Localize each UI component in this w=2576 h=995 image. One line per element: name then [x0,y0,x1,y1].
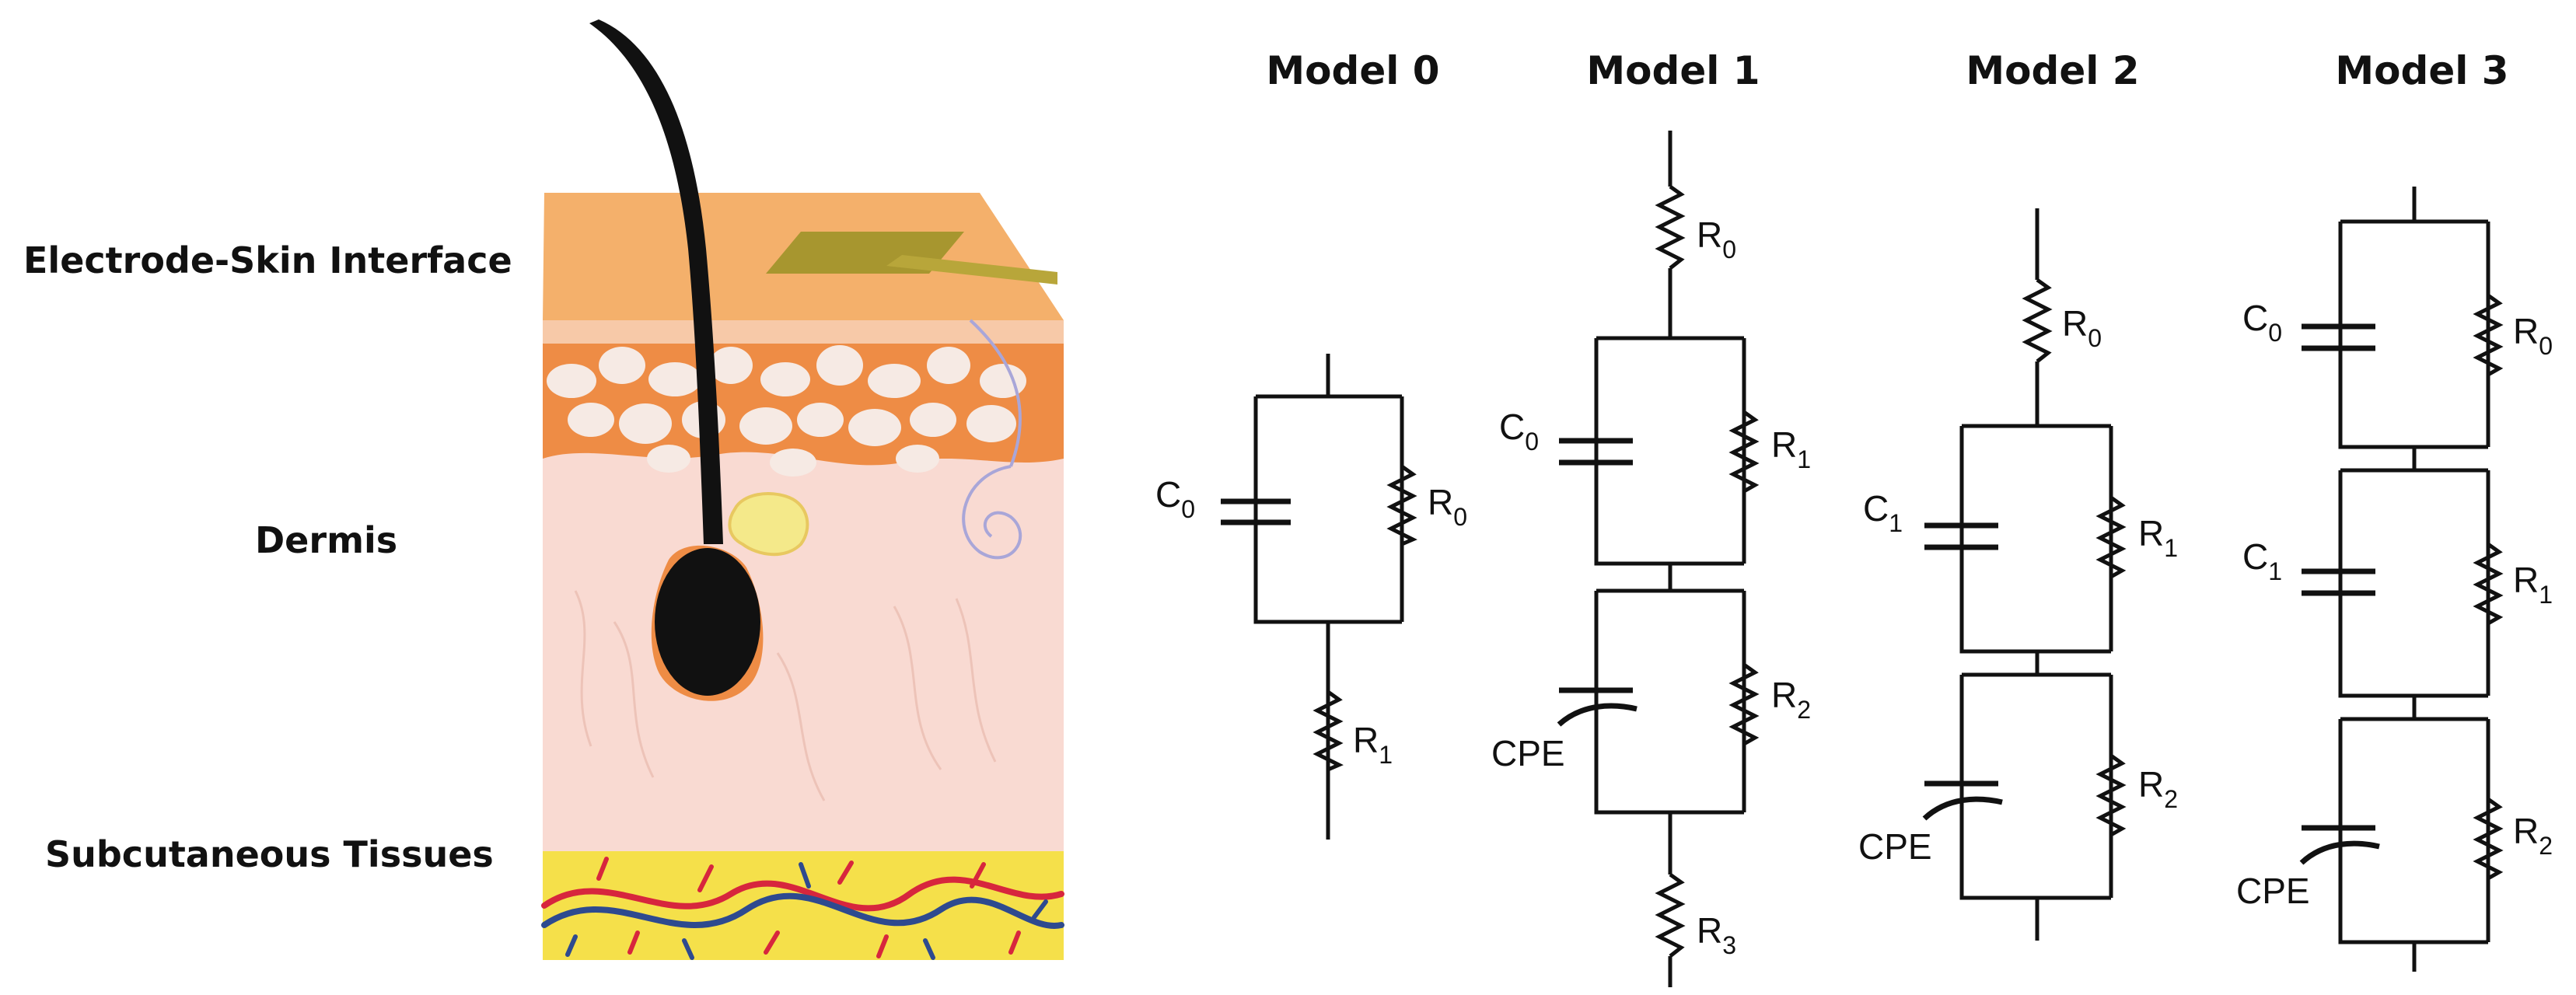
model-1-title: Model 1 [1586,48,1760,93]
nerve-ending [962,319,1022,560]
subcutaneous-tissues-label: Subcutaneous Tissues [45,833,494,875]
dermis-label: Dermis [255,519,398,561]
r3-label: R3 [1697,910,1736,959]
model-1-circuit: Model 1 R0 C0 R1 CPE R2 R3 [1491,48,1811,987]
c0-label: C0 [1499,407,1539,456]
cpe-label: CPE [1858,826,1932,867]
r2-label: R2 [2138,764,2178,813]
hair-shaft [589,19,723,544]
model-3-circuit: Model 3 C0 R0 C1 R1 CPE R2 [2236,48,2553,972]
r2-label: R2 [2513,811,2553,860]
c1-label: C1 [1863,488,1903,537]
model-3-title: Model 3 [2335,48,2508,93]
c1-label: C1 [2242,536,2282,585]
cpe-label: CPE [2236,871,2310,911]
model-2-title: Model 2 [1966,48,2139,93]
model-0-circuit: Model 0 C0 R0 R1 [1155,48,1467,840]
r0-label: R0 [1428,482,1467,531]
r1-label: R1 [1353,720,1393,769]
epidermal-cells [547,345,1026,477]
stratum-corneum-band [543,320,1064,344]
blood-vessels [541,857,1064,960]
dermis-layer [543,452,1064,851]
r1-label: R1 [2513,560,2553,609]
r2-label: R2 [1771,675,1811,724]
c0-label: C0 [1155,474,1195,523]
r0-label: R0 [1697,215,1736,264]
r1-label: R1 [1771,424,1811,473]
dermis-fibers [574,590,997,801]
r1-label: R1 [2138,513,2178,562]
model-0-title: Model 0 [1266,48,1439,93]
sebaceous-gland [728,492,809,557]
r0-label: R0 [2513,311,2553,360]
c0-label: C0 [2242,298,2282,347]
model-2-circuit: Model 2 R0 C1 R1 CPE R2 [1858,48,2178,941]
r0-label: R0 [2062,303,2102,352]
hair-bulb [655,548,760,696]
electrode-skin-interface-label: Electrode-Skin Interface [23,239,512,281]
cpe-label: CPE [1491,733,1565,773]
electrode [766,232,1057,285]
